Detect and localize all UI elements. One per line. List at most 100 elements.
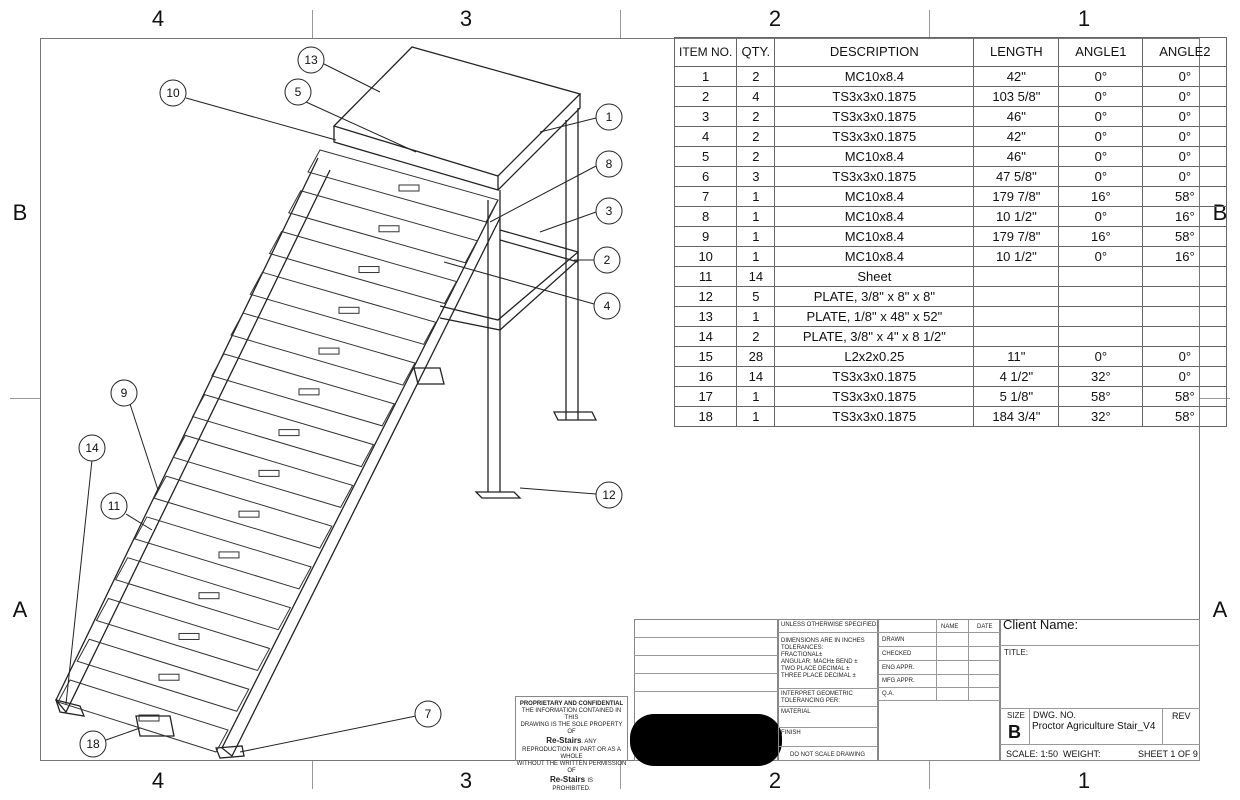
bom-item-no: 3 bbox=[673, 106, 738, 127]
bom-length: 179 7/8" bbox=[973, 186, 1060, 207]
bom-angle2: 0° bbox=[1142, 366, 1228, 387]
balloon-2: 2 bbox=[604, 253, 611, 267]
bom-angle1: 32° bbox=[1058, 366, 1144, 387]
bom-header-description: DESCRIPTION bbox=[774, 37, 975, 67]
zone-divider bbox=[312, 10, 313, 38]
grid-line bbox=[878, 632, 1000, 633]
bom-angle1: 0° bbox=[1058, 106, 1144, 127]
bom-description: Sheet bbox=[774, 266, 975, 287]
zone-divider bbox=[10, 398, 40, 399]
zone-bottom-1: 1 bbox=[1077, 768, 1091, 793]
bom-description: TS3x3x0.1875 bbox=[774, 126, 975, 147]
bom-angle2: 0° bbox=[1142, 166, 1228, 187]
balloon-10: 10 bbox=[166, 86, 180, 100]
balloon-14: 14 bbox=[85, 441, 99, 455]
interpret-text: INTERPRET GEOMETRIC bbox=[781, 691, 853, 697]
zone-top-4: 4 bbox=[151, 6, 165, 31]
bom-angle1: 0° bbox=[1058, 66, 1144, 87]
checked-label: CHECKED bbox=[882, 651, 912, 657]
bom-item-no: 7 bbox=[673, 186, 738, 207]
bom-angle2: 0° bbox=[1142, 346, 1228, 367]
bom-length: 47 5/8" bbox=[973, 166, 1060, 187]
stair-tread bbox=[153, 475, 333, 549]
sheet-label: SHEET 1 OF 9 bbox=[1138, 749, 1198, 759]
bom-angle1: 0° bbox=[1058, 346, 1144, 367]
balloon-13: 13 bbox=[304, 53, 318, 67]
grid-line bbox=[778, 632, 878, 633]
bom-item-no: 17 bbox=[673, 386, 738, 407]
bom-length bbox=[973, 306, 1060, 327]
bom-item-no: 18 bbox=[673, 406, 738, 427]
weight-label: WEIGHT: bbox=[1063, 749, 1101, 759]
zone-divider bbox=[929, 761, 930, 789]
grid-line bbox=[1000, 645, 1200, 646]
bom-angle1: 0° bbox=[1058, 246, 1144, 267]
grid-line bbox=[878, 660, 1000, 661]
proprietary-line: PROHIBITED. bbox=[552, 786, 591, 792]
stair-tread bbox=[95, 597, 271, 672]
redaction-mark bbox=[630, 714, 782, 766]
bom-angle1: 0° bbox=[1058, 166, 1144, 187]
grid-line bbox=[778, 706, 878, 707]
tread-bracket bbox=[358, 266, 380, 274]
grid-line bbox=[968, 619, 969, 700]
bom-qty: 14 bbox=[736, 266, 776, 287]
balloon-3: 3 bbox=[606, 204, 613, 218]
balloon-1: 1 bbox=[606, 110, 613, 124]
bom-qty: 1 bbox=[736, 386, 776, 407]
bom-qty: 28 bbox=[736, 346, 776, 367]
bom-angle2 bbox=[1142, 266, 1228, 287]
balloon-7: 7 bbox=[425, 707, 432, 721]
zone-bottom-2: 2 bbox=[768, 768, 782, 793]
proprietary-line: DRAWING IS THE SOLE PROPERTY OF bbox=[516, 722, 627, 736]
bom-angle2: 58° bbox=[1142, 186, 1228, 207]
proprietary-line: REPRODUCTION IN PART OR AS A WHOLE bbox=[522, 747, 621, 760]
rev-label: REV bbox=[1172, 711, 1191, 721]
bom-item-no: 10 bbox=[673, 246, 738, 267]
dims-text: THREE PLACE DECIMAL ± bbox=[781, 673, 856, 679]
bom-item-no: 8 bbox=[673, 206, 738, 227]
dims-text: TOLERANCES: bbox=[781, 645, 824, 651]
zone-top-1: 1 bbox=[1077, 6, 1091, 31]
bom-description: PLATE, 3/8" x 8" x 8" bbox=[774, 286, 975, 307]
qa-label: Q.A. bbox=[882, 691, 895, 697]
drawing-number: Proctor Agriculture Stair_V4 bbox=[1032, 721, 1156, 732]
bom-angle2: 16° bbox=[1142, 246, 1228, 267]
bom-description: TS3x3x0.1875 bbox=[774, 166, 975, 187]
bom-item-no: 2 bbox=[673, 86, 738, 107]
bom-length: 4 1/2" bbox=[973, 366, 1060, 387]
bom-item-no: 13 bbox=[673, 306, 738, 327]
title-label: TITLE: bbox=[1004, 648, 1029, 657]
title-block-main bbox=[1000, 619, 1200, 761]
bom-angle1: 32° bbox=[1058, 406, 1144, 427]
tread-bracket bbox=[378, 225, 400, 233]
bom-angle2: 0° bbox=[1142, 146, 1228, 167]
bom-description: MC10x8.4 bbox=[774, 66, 975, 87]
bom-header-length: LENGTH bbox=[973, 37, 1060, 67]
bom-qty: 1 bbox=[736, 306, 776, 327]
bom-item-no: 15 bbox=[673, 346, 738, 367]
proprietary-line: . ANY bbox=[581, 739, 597, 745]
bom-angle1: 0° bbox=[1058, 206, 1144, 227]
bom-qty: 2 bbox=[736, 146, 776, 167]
grid-line bbox=[1162, 708, 1163, 744]
bom-item-no: 12 bbox=[673, 286, 738, 307]
bom-item-no: 9 bbox=[673, 226, 738, 247]
zone-left-a: A bbox=[12, 597, 28, 622]
drawn-label: DRAWN bbox=[882, 637, 905, 643]
tread-bracket bbox=[258, 469, 280, 477]
bom-angle1: 0° bbox=[1058, 146, 1144, 167]
balloon-18: 18 bbox=[86, 737, 100, 751]
stair-tread bbox=[57, 679, 229, 753]
bom-angle1 bbox=[1058, 326, 1144, 347]
bom-qty: 1 bbox=[736, 406, 776, 427]
bom-qty: 1 bbox=[736, 226, 776, 247]
bom-angle1: 0° bbox=[1058, 126, 1144, 147]
